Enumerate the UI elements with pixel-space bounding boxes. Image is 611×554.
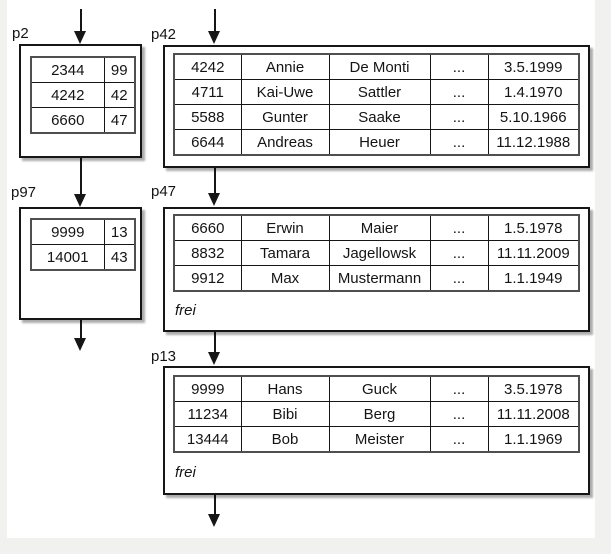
table-cell: Gunter <box>240 104 330 130</box>
table-cell: Hans <box>240 375 330 402</box>
arrow-head-icon <box>74 194 86 207</box>
free-space-label: frei <box>175 464 196 481</box>
free-space-label: frei <box>175 302 196 319</box>
records-table-p47: 6660 Erwin Maier ... 1.5.1978 8832 Tamar… <box>173 214 580 292</box>
records-table-p42: 4242 Annie De Monti ... 3.5.1999 4711 Ka… <box>173 53 580 156</box>
arrow-line <box>214 168 216 194</box>
table-cell-ellipsis: ... <box>429 79 489 105</box>
table-cell: Maier <box>328 214 431 241</box>
table-cell: 9912 <box>173 265 242 292</box>
table-cell-ellipsis: ... <box>429 240 489 266</box>
page-label-p97: p97 <box>11 184 37 201</box>
table-cell-ellipsis: ... <box>429 375 489 402</box>
table-cell-ellipsis: ... <box>429 401 489 427</box>
arrow-line <box>80 9 82 32</box>
arrow-head-icon <box>208 352 220 365</box>
page-label-p2: p2 <box>12 25 29 42</box>
table-cell-ellipsis: ... <box>429 53 489 80</box>
table-cell: 11.12.1988 <box>487 129 580 156</box>
arrow-head-icon <box>208 193 220 206</box>
table-cell: Guck <box>328 375 431 402</box>
table-cell: 6644 <box>173 129 242 156</box>
table-cell: Berg <box>328 401 431 427</box>
table-cell: 43 <box>103 244 136 271</box>
table-cell: Erwin <box>240 214 330 241</box>
arrow-head-icon <box>74 338 86 351</box>
table-cell-ellipsis: ... <box>429 104 489 130</box>
table-cell: 99 <box>103 56 136 83</box>
page-box-p47: 6660 Erwin Maier ... 1.5.1978 8832 Tamar… <box>163 207 590 332</box>
table-cell: Sattler <box>328 79 431 105</box>
table-cell: Bibi <box>240 401 330 427</box>
table-cell: 4242 <box>173 53 242 80</box>
table-cell: 1.5.1978 <box>487 214 580 241</box>
table-cell: De Monti <box>328 53 431 80</box>
page-label-p47: p47 <box>151 183 177 200</box>
table-cell: 2344 <box>30 56 105 83</box>
table-cell: 1.1.1969 <box>487 426 580 453</box>
table-cell: 5.10.1966 <box>487 104 580 130</box>
table-cell: Kai-Uwe <box>240 79 330 105</box>
arrow-line <box>214 495 216 516</box>
table-cell: 11.11.2008 <box>487 401 580 427</box>
table-cell-ellipsis: ... <box>429 426 489 453</box>
arrow-head-icon <box>74 31 86 44</box>
arrow-line <box>80 158 82 195</box>
table-cell: Bob <box>240 426 330 453</box>
table-cell: 11234 <box>173 401 242 427</box>
table-cell: 1.1.1949 <box>487 265 580 292</box>
table-cell-ellipsis: ... <box>429 265 489 292</box>
table-cell: 11.11.2009 <box>487 240 580 266</box>
page-label-p13: p13 <box>151 348 177 365</box>
table-cell: 5588 <box>173 104 242 130</box>
table-cell: 13444 <box>173 426 242 453</box>
table-cell: 6660 <box>30 107 105 134</box>
page-box-p13: 9999 Hans Guck ... 3.5.1978 11234 Bibi B… <box>163 366 590 495</box>
table-cell-ellipsis: ... <box>429 214 489 241</box>
table-cell: 3.5.1999 <box>487 53 580 80</box>
table-cell: Heuer <box>328 129 431 156</box>
arrow-head-icon <box>208 31 220 44</box>
table-cell: Saake <box>328 104 431 130</box>
records-table-p13: 9999 Hans Guck ... 3.5.1978 11234 Bibi B… <box>173 375 580 453</box>
table-cell: 6660 <box>173 214 242 241</box>
page-label-p42: p42 <box>151 26 177 43</box>
arrow-head-icon <box>208 514 220 527</box>
table-cell: Annie <box>240 53 330 80</box>
page-box-p42: 4242 Annie De Monti ... 3.5.1999 4711 Ka… <box>163 45 590 168</box>
table-cell: 8832 <box>173 240 242 266</box>
table-cell: Max <box>240 265 330 292</box>
table-cell: 42 <box>103 82 136 108</box>
table-cell: 4242 <box>30 82 105 108</box>
table-cell: 9999 <box>30 218 105 245</box>
table-cell: Meister <box>328 426 431 453</box>
table-cell: Tamara <box>240 240 330 266</box>
table-cell: 13 <box>103 218 136 245</box>
table-cell: 3.5.1978 <box>487 375 580 402</box>
arrow-line <box>80 320 82 339</box>
arrow-line <box>214 332 216 353</box>
table-cell: 14001 <box>30 244 105 271</box>
table-cell: 47 <box>103 107 136 134</box>
table-cell: Andreas <box>240 129 330 156</box>
arrow-line <box>214 9 216 32</box>
table-cell-ellipsis: ... <box>429 129 489 156</box>
table-cell: 1.4.1970 <box>487 79 580 105</box>
table-cell: 9999 <box>173 375 242 402</box>
table-cell: Jagellowsk <box>328 240 431 266</box>
table-cell: Mustermann <box>328 265 431 292</box>
table-cell: 4711 <box>173 79 242 105</box>
